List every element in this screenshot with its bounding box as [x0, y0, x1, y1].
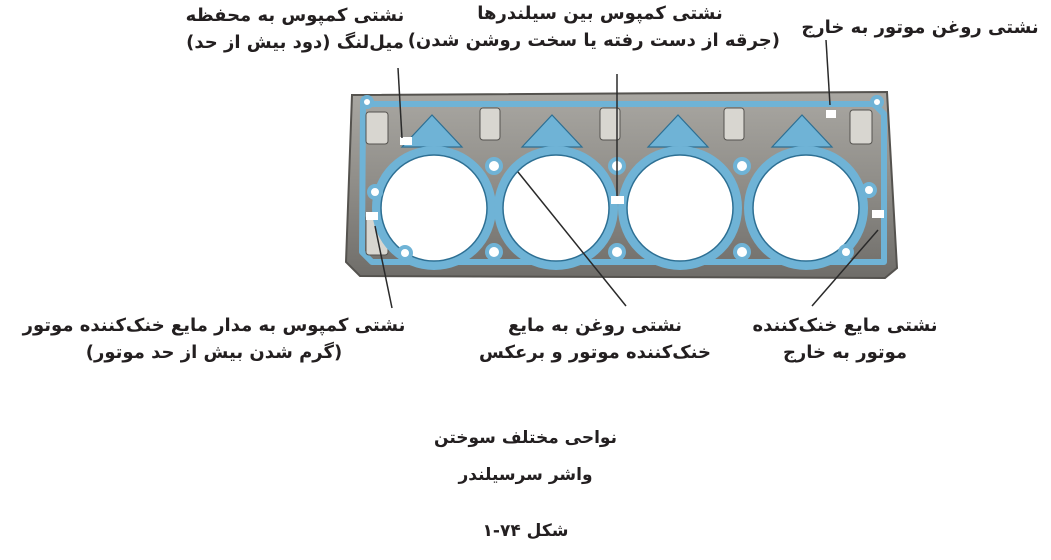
label-top-left: نشتی کمپوس به محفظه میل‌لنگ (دود بیش از … — [167, 2, 423, 56]
caption-title-line2: واشر سرسیلندر — [458, 465, 593, 485]
label-bottom-left: نشتی کمپوس به مدار مایع خنک‌کننده موتور … — [4, 312, 424, 366]
upper-passages — [400, 114, 834, 148]
label-top-right: نشتی روغن موتور به خارج — [795, 14, 1045, 41]
cylinder-3 — [618, 146, 742, 270]
cylinder-4 — [744, 146, 868, 270]
label-top-middle: نشتی کمپوس بین سیلندرها (جرقه از دست رفت… — [407, 0, 780, 54]
label-top-middle-line1: نشتی کمپوس بین سیلندرها — [477, 3, 723, 24]
leader-top-right — [825, 39, 831, 106]
label-top-left-line2: میل‌لنگ (دود بیش از حد) — [186, 32, 404, 53]
label-bottom-left-line2: (گرم شدن بیش از حد موتور) — [85, 342, 343, 363]
label-bottom-right-line2: موتور به خارج — [782, 342, 908, 363]
leader-lines — [374, 39, 879, 309]
leader-bottom-right — [811, 229, 879, 307]
bolt-holes — [360, 95, 884, 261]
label-top-middle-line2: (جرقه از دست رفته یا سخت روشن شدن) — [407, 30, 780, 51]
label-bottom-right: نشتی مایع خنک‌کننده موتور به خارج — [730, 312, 960, 366]
cylinder-2 — [494, 146, 618, 270]
burn-marks — [366, 110, 884, 220]
cylinder-bores — [372, 146, 868, 270]
cylinder-1 — [372, 146, 496, 270]
label-bottom-middle-line1: نشتی روغن به مایع — [507, 315, 683, 336]
label-bottom-middle: نشتی روغن به مایع خنک‌کننده موتور و برعک… — [470, 312, 720, 366]
caption-title-line1: نواحی مختلف سوختن — [434, 428, 617, 448]
leader-bottom-left — [374, 225, 393, 309]
label-bottom-middle-line2: خنک‌کننده موتور و برعکس — [479, 342, 711, 363]
leader-bottom-middle — [517, 171, 627, 307]
leader-top-left — [397, 67, 403, 139]
figure-number: شکل ۷۴-۱ — [482, 521, 569, 541]
label-bottom-left-line1: نشتی کمپوس به مدار مایع خنک‌کننده موتور — [22, 315, 406, 336]
upper-slots — [365, 107, 873, 256]
label-top-left-line1: نشتی کمپوس به محفظه — [185, 5, 405, 26]
label-top-right-line1: نشتی روغن موتور به خارج — [801, 17, 1039, 38]
label-bottom-right-line1: نشتی مایع خنک‌کننده — [752, 315, 938, 336]
